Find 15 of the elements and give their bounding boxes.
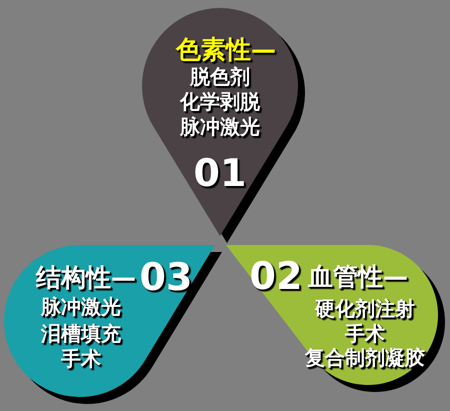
treatment-item: 脉冲激光 xyxy=(180,116,260,138)
step-number: 03 xyxy=(140,258,192,298)
treatment-item: 泪槽填充 xyxy=(41,324,121,344)
treatment-item: 手术 xyxy=(345,324,385,344)
treatment-item: 手术 xyxy=(61,348,101,370)
step-number: 01 xyxy=(194,154,246,194)
treatment-item: 复合制剂凝胶 xyxy=(305,348,425,368)
treatment-item: 脉冲激光 xyxy=(41,296,121,318)
step-number: 02 xyxy=(250,257,302,297)
category-heading: 血管性— xyxy=(308,264,408,290)
treatment-item: 化学剥脱 xyxy=(180,92,260,112)
treatment-item: 脱色剂 xyxy=(190,66,250,88)
treatment-item: 硬化剂注射 xyxy=(315,298,415,320)
category-heading: 结构性— xyxy=(36,264,136,292)
category-heading: 色素性— xyxy=(176,36,276,64)
